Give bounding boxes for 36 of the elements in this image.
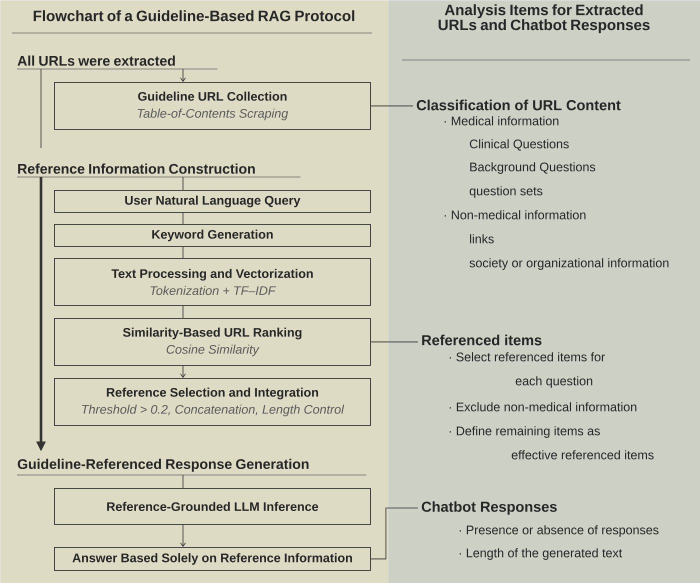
- bullet-item: · Select referenced items for each question: [450, 352, 605, 388]
- connector-line: [182, 212, 184, 224]
- bullet-item: · Non-medical information: [444, 210, 586, 220]
- section-heading: Reference Information Construction: [16, 164, 301, 178]
- section-heading: Classification of URL Content: [416, 100, 621, 110]
- bullet-item: · Medical information: [444, 116, 558, 126]
- process-box: Reference-Grounded LLM Inference: [54, 488, 371, 525]
- bullet-item: society or organizational information: [470, 258, 668, 270]
- process-box: User Natural Language Query: [54, 190, 371, 213]
- process-box: Keyword Generation: [54, 224, 371, 247]
- process-box: Answer Based Solely on Reference Information: [54, 547, 371, 571]
- arrow: [180, 366, 186, 378]
- process-box: Text Processing and Vectorization Tokenization + TF–IDF: [54, 258, 371, 306]
- connector-line: [370, 508, 418, 560]
- arrow: [180, 68, 186, 82]
- bullet-item: Background Questions: [470, 162, 596, 174]
- bullet-item: · Presence or absence of responses: [460, 525, 659, 537]
- bullet-item: · Define remaining items as effective referenced items: [450, 426, 654, 460]
- bullet-item: question sets: [470, 186, 542, 198]
- process-box: Guideline URL Collection Table-of-Contents Scraping: [54, 82, 371, 130]
- connector-line: [182, 474, 184, 488]
- bullet-item: · Length of the generated text: [460, 548, 622, 560]
- process-box: Similarity-Based URL Ranking Cosine Similarity: [54, 318, 371, 366]
- connector-line: [40, 68, 42, 148]
- bullet-item: links: [470, 234, 494, 244]
- section-heading: Referenced items: [422, 334, 542, 346]
- section-heading: Guideline-Referenced Response Generation: [16, 458, 367, 476]
- connector-line: [182, 176, 184, 190]
- bullet-item: Clinical Questions: [470, 139, 569, 151]
- section-heading: All URLs were extracted: [16, 56, 218, 70]
- process-box: Reference Selection and Integration Threshold > 0.2, Concatenation, Length Control: [54, 378, 371, 426]
- connector-line: [182, 306, 184, 318]
- section-heading: Chatbot Responses: [422, 501, 557, 515]
- connector-line: [182, 246, 184, 258]
- arrow: [180, 524, 186, 547]
- bullet-item: · Exclude non-medical information: [450, 402, 636, 412]
